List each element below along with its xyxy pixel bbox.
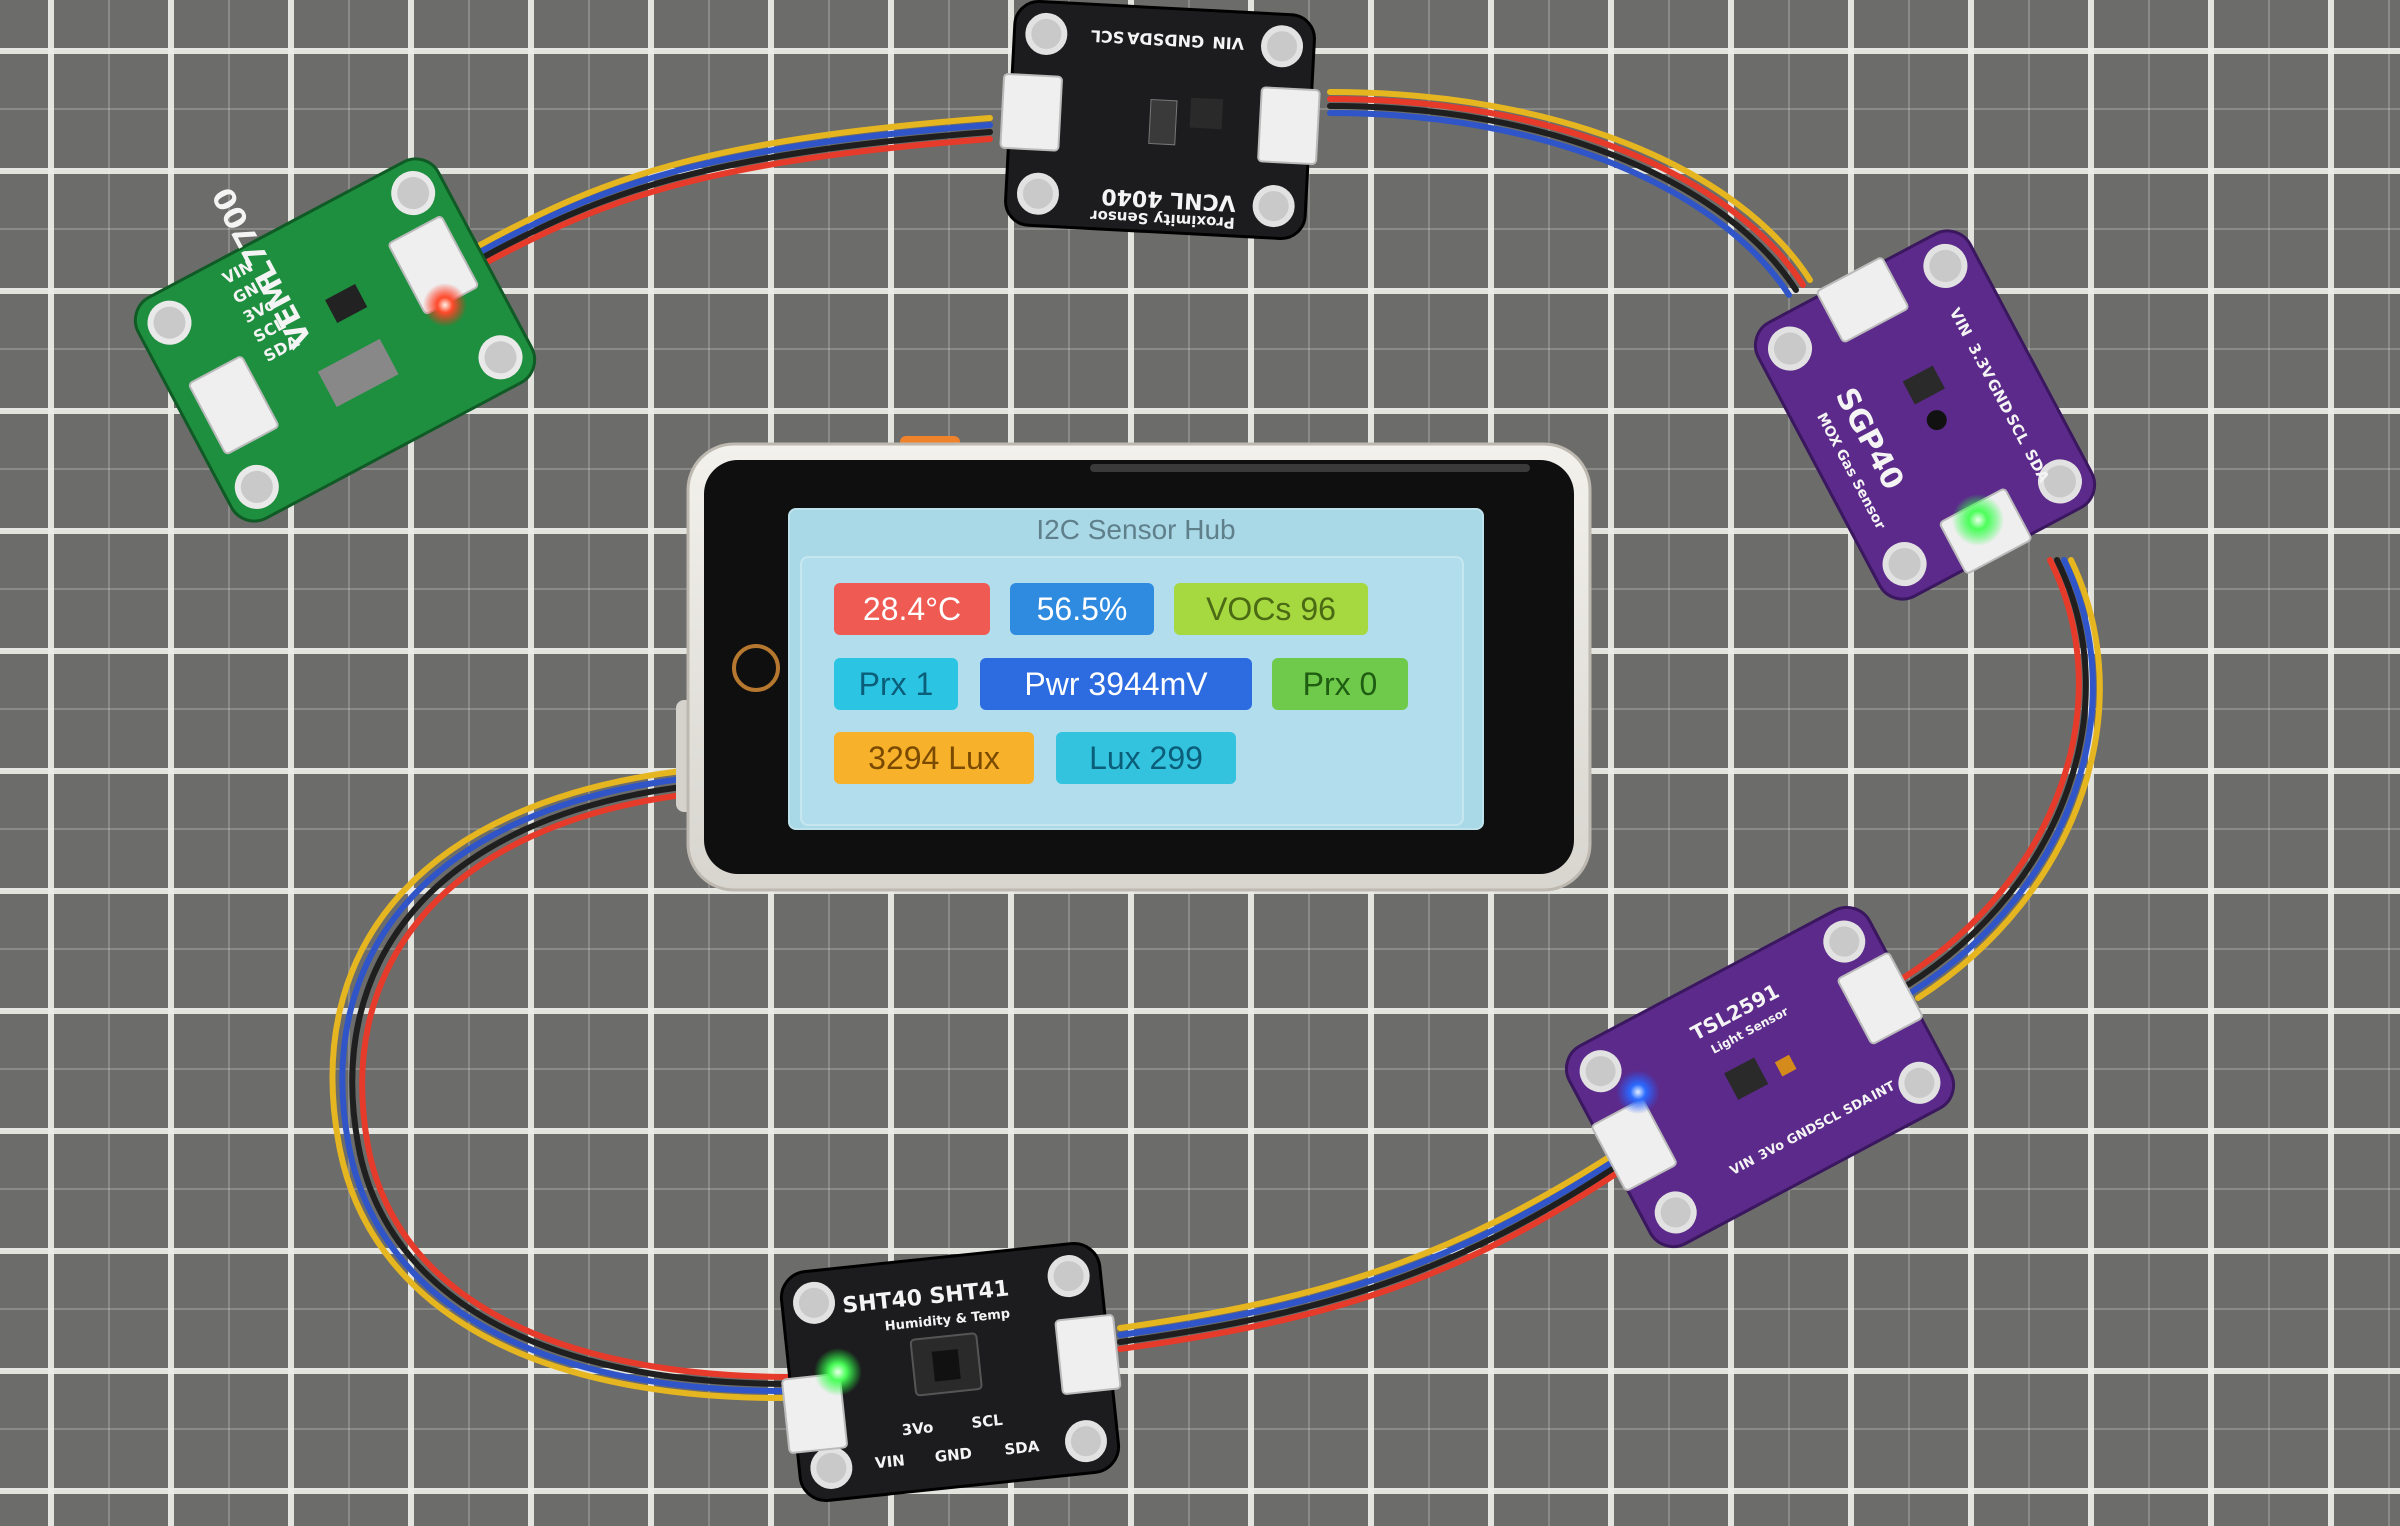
reading-lux-veml7700: Lux 299	[1056, 732, 1236, 784]
qwiic-cables	[329, 89, 2103, 1402]
reading-power: Pwr 3944mV	[980, 658, 1252, 710]
veml7700-board: VEML7700 VIN GND 3Vo SCL SDA	[133, 157, 537, 523]
sgp40-board: SGP40 MOX Gas Sensor VIN 3.3V GND SCL SD…	[1753, 229, 2097, 601]
reading-humidity-label: 56.5%	[1036, 591, 1128, 627]
sht40-pin-1: 3Vo	[901, 1418, 934, 1439]
reading-humidity: 56.5%	[1010, 583, 1154, 635]
vcnl4040-pin-3: SCL	[1090, 26, 1124, 47]
reading-lux-veml7700-label: Lux 299	[1089, 740, 1203, 776]
cable-hub-sht40	[329, 767, 793, 1402]
reading-temperature: 28.4°C	[834, 583, 990, 635]
reading-proximity-0-label: Prx 0	[1302, 666, 1378, 702]
vcnl4040-pin-1: GND	[1164, 30, 1205, 51]
hub-screen: I2C Sensor Hub 28.4°C 56.5% VOCs 96 Prx …	[788, 508, 1484, 830]
cable-veml-vcnl	[477, 115, 993, 269]
screen-title: I2C Sensor Hub	[1036, 514, 1236, 545]
vcnl4040-board: VIN GND SDA SCL VCNL 4040 Proximity Sens…	[999, 0, 1321, 240]
sht40-board: SHT40 SHT41 Humidity & Temp VIN 3Vo GND …	[779, 1241, 1122, 1503]
reading-lux-tsl2591: 3294 Lux	[834, 732, 1034, 784]
sht40-pin-4: SDA	[1003, 1437, 1040, 1459]
reading-vocs: VOCs 96	[1174, 583, 1368, 635]
reading-proximity-0: Prx 0	[1272, 658, 1408, 710]
reading-lux-tsl2591-label: 3294 Lux	[868, 740, 1000, 776]
reading-proximity-1-label: Prx 1	[858, 666, 934, 702]
tsl2591-board: TSL2591 Light Sensor VIN 3Vo GND SCL SDA…	[1564, 905, 1956, 1249]
reading-proximity-1: Prx 1	[834, 658, 958, 710]
vcnl4040-pin-0: VIN	[1212, 33, 1245, 54]
reading-temperature-label: 28.4°C	[862, 591, 962, 627]
sht40-pin-3: SCL	[971, 1411, 1005, 1432]
home-button-icon[interactable]	[732, 644, 780, 692]
green-led-icon	[814, 1348, 862, 1396]
green-led-icon	[1952, 494, 2004, 546]
cable-sgp40-tsl2591	[1897, 557, 2103, 1001]
vcnl4040-pin-2: SDA	[1126, 28, 1165, 49]
cable-vcnl-sgp40	[1327, 89, 1813, 298]
red-led-icon	[423, 283, 467, 327]
reading-power-label: Pwr 3944mV	[1024, 666, 1208, 702]
cable-tsl2591-sht40	[1117, 1147, 1623, 1352]
sht40-pin-2: GND	[934, 1444, 973, 1466]
sht40-pin-0: VIN	[874, 1451, 905, 1472]
blue-led-icon	[1616, 1070, 1660, 1114]
reading-vocs-label: VOCs 96	[1206, 591, 1336, 627]
